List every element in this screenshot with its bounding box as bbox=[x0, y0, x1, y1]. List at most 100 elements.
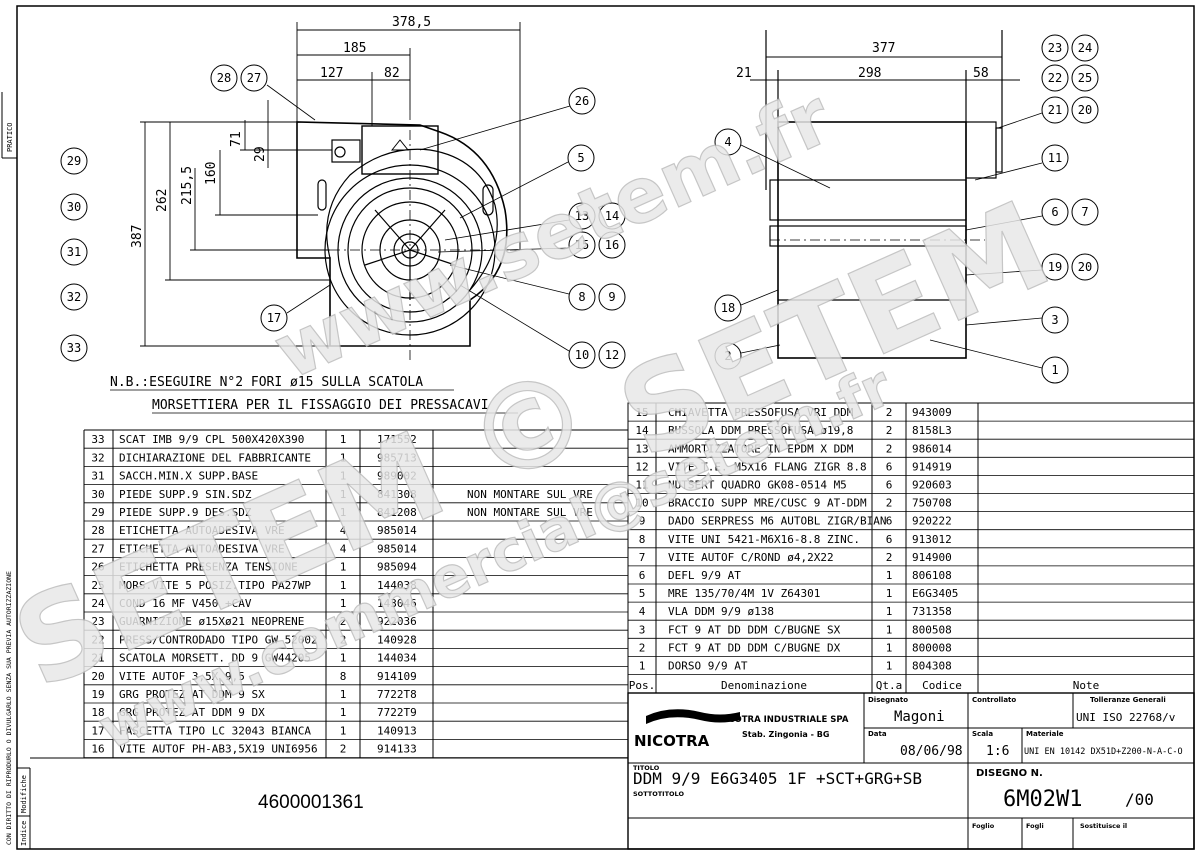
leader-lines bbox=[266, 84, 1043, 369]
bom-cell-qty: 1 bbox=[340, 451, 347, 464]
dim-21: 21 bbox=[736, 66, 752, 81]
balloon: 25 bbox=[1071, 64, 1099, 92]
bom-cell-pos: 24 bbox=[91, 597, 105, 610]
bom-cell-desc: ETICHETTA AUTOADESIVA VRE bbox=[119, 524, 285, 537]
svg-text:27: 27 bbox=[247, 71, 261, 85]
bom-cell-desc: BUSSOLA DDM PRESSOFUSA ø19,8 bbox=[668, 424, 853, 437]
bom-cell-desc: PIEDE SUPP.9 DES.SDZ bbox=[119, 506, 252, 519]
bom-cell-qty: 1 bbox=[340, 579, 347, 592]
bom-cell-pos: 31 bbox=[91, 470, 104, 483]
bom-cell-code: 914133 bbox=[377, 743, 417, 756]
bom-cell-code: 806108 bbox=[912, 569, 952, 582]
balloon: 19 bbox=[1041, 253, 1069, 281]
bom-cell-pos: 26 bbox=[91, 561, 104, 574]
bom-header-note: Note bbox=[1073, 679, 1100, 692]
company-plant: Stab. Zingonia - BG bbox=[742, 730, 829, 739]
dim-127: 127 bbox=[320, 66, 343, 81]
balloon: 8 bbox=[568, 283, 596, 311]
bom-cell-desc: VLA DDM 9/9 ø138 bbox=[668, 605, 774, 618]
bom-cell-code: 750708 bbox=[912, 497, 952, 510]
bom-cell-code: 943009 bbox=[912, 406, 952, 419]
balloon: 30 bbox=[60, 193, 88, 221]
controllato-label: Controllato bbox=[972, 696, 1016, 704]
title-block bbox=[30, 692, 1195, 850]
svg-text:22: 22 bbox=[1048, 71, 1062, 85]
bom-cell-pos: 25 bbox=[91, 579, 104, 592]
dim-298: 298 bbox=[858, 66, 881, 81]
svg-text:2: 2 bbox=[724, 349, 731, 363]
bom-cell-desc: COND 16 MF V450 +CAV bbox=[119, 597, 252, 610]
svg-text:32: 32 bbox=[67, 290, 81, 304]
dim-29: 29 bbox=[253, 146, 268, 162]
dim-215-5: 215,5 bbox=[180, 166, 195, 205]
dim-387: 387 bbox=[130, 225, 145, 248]
modifiche-label: Modifiche bbox=[20, 775, 28, 813]
titolo-label: TITOLO bbox=[633, 764, 660, 772]
assembly-note: N.B.:ESEGUIRE N°2 FORI ø15 SULLA SCATOLA… bbox=[110, 375, 518, 414]
bom-cell-qty: 1 bbox=[340, 433, 347, 446]
bom-cell-code: 914900 bbox=[912, 551, 952, 564]
bom-cell-desc: NUTSERT QUADRO GK08-0514 M5 bbox=[668, 479, 847, 492]
watermark-layer: www.setem.fr SETEM SETEM © www.commercia… bbox=[0, 71, 1070, 763]
balloon: 9 bbox=[598, 283, 626, 311]
company-name: NICOTRA INDUSTRIALE SPA bbox=[718, 715, 849, 725]
svg-text:4: 4 bbox=[724, 135, 731, 149]
bom-cell-desc: GUARNIZIONE ø15Xø21 NEOPRENE bbox=[119, 615, 304, 628]
bom-cell-desc: AMMORTIZZATORE IN EPDM X DDM bbox=[668, 442, 854, 455]
bom-cell-qty: 1 bbox=[886, 587, 893, 600]
bom-cell-pos: 7 bbox=[639, 551, 646, 564]
bom-cell-desc: BRACCIO SUPP MRE/CUSC 9 AT-DDM bbox=[668, 497, 867, 510]
bom-cell-qty: 1 bbox=[340, 561, 347, 574]
bom-header-pos: Pos. bbox=[629, 679, 656, 692]
bom-cell-desc: VITE UNI 5421-M6X16-8.8 ZINC. bbox=[668, 533, 860, 546]
bom-cell-pos: 1 bbox=[639, 660, 646, 673]
title-block-content: NICOTRA NICOTRA INDUSTRIALE SPA Stab. Zi… bbox=[258, 696, 1183, 830]
bom-cell-qty: 1 bbox=[886, 623, 893, 636]
bom-cell-code: 143046 bbox=[377, 597, 417, 610]
bom-cell-pos: 28 bbox=[91, 524, 104, 537]
bom-cell-desc: DORSO 9/9 AT bbox=[668, 660, 748, 673]
bom-cell-desc: PRESS/CONTRODADO TIPO GW 52002 bbox=[119, 633, 318, 646]
bom-cell-pos: 20 bbox=[91, 670, 104, 683]
logo-text: NICOTRA bbox=[634, 732, 710, 750]
balloon: 12 bbox=[598, 341, 626, 369]
bom-cell-code: 804308 bbox=[912, 660, 952, 673]
bom-cell-pos: 29 bbox=[91, 506, 104, 519]
dim-160: 160 bbox=[204, 162, 219, 185]
bom-cell-pos: 17 bbox=[91, 724, 104, 737]
balloon: 16 bbox=[598, 231, 626, 259]
balloon: 26 bbox=[568, 87, 596, 115]
balloon: 10 bbox=[568, 341, 596, 369]
balloon: 23 bbox=[1041, 34, 1069, 62]
scala-value: 1:6 bbox=[986, 744, 1009, 759]
svg-text:21: 21 bbox=[1048, 103, 1062, 117]
svg-text:19: 19 bbox=[1048, 260, 1062, 274]
balloon: 20 bbox=[1071, 253, 1099, 281]
bom-cell-desc: MORS.VITE 5 POSIZ.TIPO PA27WP bbox=[119, 579, 311, 592]
part-balloons: 28 27 26 5 13 14 15 16 8 9 10 12 17 29 3… bbox=[60, 34, 1099, 384]
bom-cell-code: 922036 bbox=[377, 615, 417, 628]
tolleranze-label: Tolleranze Generali bbox=[1090, 696, 1166, 704]
bom-cell-desc: SCAT IMB 9/9 CPL 500X420X390 bbox=[119, 433, 304, 446]
bom-cell-pos: 16 bbox=[91, 743, 104, 756]
bom-cell-code: 986014 bbox=[912, 442, 952, 455]
bom-cell-code: 914109 bbox=[377, 670, 417, 683]
svg-text:25: 25 bbox=[1078, 71, 1092, 85]
svg-text:12: 12 bbox=[605, 348, 619, 362]
disegno-value: 6M02W1 bbox=[1003, 787, 1082, 812]
bom-cell-desc: CHIAVETTA PRESSOFUSA VRI DDM bbox=[668, 406, 854, 419]
balloon: 27 bbox=[240, 64, 268, 92]
bom-cell-pos: 4 bbox=[639, 605, 646, 618]
